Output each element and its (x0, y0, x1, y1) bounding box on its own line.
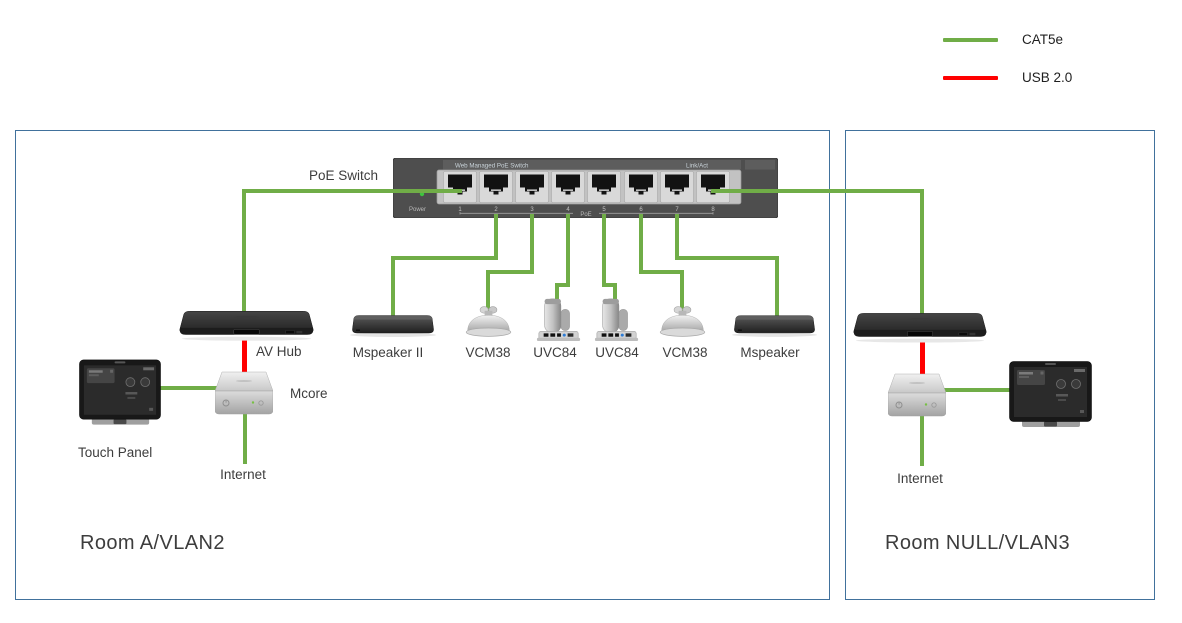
room-a-label: Room A/VLAN2 (80, 532, 225, 554)
cat5e-cable-port8-avhub-v (920, 189, 924, 315)
usb-cable-avhub-mcore-b (920, 339, 925, 376)
cat5e-cable-uvc84b-v (613, 283, 617, 302)
legend-item-usb: USB 2.0 (943, 70, 1072, 85)
cat5e-line-swatch (943, 37, 998, 42)
port-number-7: 7 (675, 207, 679, 213)
touch-panel-device-room-null (1008, 360, 1093, 432)
switch-poe-label: PoE (580, 212, 591, 218)
cat5e-cable-uvc84a-v (555, 283, 559, 302)
mcore-device-room-null (888, 372, 946, 419)
cat5e-cable-port1-avhub-h (244, 189, 462, 193)
cat5e-cable-port3-h (486, 270, 534, 274)
vcm38-label-1: VCM38 (465, 345, 511, 360)
port-number-6: 6 (639, 207, 643, 213)
port-number-3: 3 (530, 207, 534, 213)
room-a-boundary (15, 130, 830, 600)
switch-port-3 (515, 171, 549, 203)
switch-port-5 (587, 171, 621, 203)
cat5e-cable-port2-h (391, 256, 498, 260)
switch-panel-title: Web Managed PoE Switch (455, 163, 529, 170)
cat5e-cable-port5-v (602, 214, 606, 287)
uvc84-label-2: UVC84 (595, 345, 639, 360)
cat5e-cable-touchpanel-mcore-a (158, 386, 220, 390)
cat5e-cable-port7-v (675, 214, 679, 260)
touch-panel-device-room-a (78, 358, 162, 430)
room-null-label: Room NULL/VLAN3 (885, 532, 1070, 554)
switch-port-2 (479, 171, 513, 203)
port-number-5: 5 (602, 207, 606, 213)
cat5e-cable-mcore-internet-a (243, 414, 247, 464)
cat5e-cable-vcm38a-v (486, 270, 490, 312)
switch-port-7 (660, 171, 694, 203)
vcm38-device-2 (658, 305, 707, 338)
mspeaker2-device (348, 314, 438, 338)
cat5e-cable-mspeaker-v (775, 256, 779, 318)
usb-cable-avhub-mcore-a (242, 338, 247, 374)
cat5e-cable-port1-avhub-v (242, 189, 246, 312)
uvc84-device-1 (533, 296, 585, 342)
switch-port-8 (696, 171, 730, 203)
legend-item-cat5e: CAT5e (943, 32, 1063, 47)
vcm38-label-2: VCM38 (662, 345, 708, 360)
cat5e-cable-vcm38b-v (680, 270, 684, 312)
cat5e-cable-port2-v (494, 214, 498, 260)
internet-label-room-null: Internet (897, 471, 943, 486)
poe-switch-device: Web Managed PoE Switch Link/Act (392, 157, 779, 219)
cat5e-cable-port3-v (530, 214, 534, 274)
port-number-8: 8 (711, 207, 715, 213)
uvc84-label-1: UVC84 (533, 345, 577, 360)
port-number-4: 4 (566, 207, 570, 213)
switch-port-1 (443, 171, 477, 203)
uvc84-device-2 (591, 296, 643, 342)
switch-port-4 (551, 171, 585, 203)
cat5e-cable-mcore-internet-b (920, 416, 924, 466)
mspeaker-device (730, 314, 819, 338)
switch-linkact-label: Link/Act (686, 163, 708, 170)
poe-switch-label: PoE Switch (308, 168, 378, 183)
mcore-label: Mcore (290, 386, 328, 401)
cat5e-cable-mspeaker2-v (391, 256, 395, 318)
port-number-2: 2 (494, 207, 498, 213)
av-hub-device-room-a (178, 308, 315, 342)
vcm38-device-1 (464, 305, 513, 338)
room-null-boundary (845, 130, 1155, 600)
cat5e-cable-port8-avhub-h (711, 189, 924, 193)
av-hub-label: AV Hub (256, 344, 302, 359)
touch-panel-label: Touch Panel (78, 445, 153, 460)
switch-port-6 (624, 171, 658, 203)
cat5e-cable-port5-h (602, 283, 617, 287)
mspeaker2-label: Mspeaker II (352, 345, 424, 360)
mspeaker-label: Mspeaker (740, 345, 800, 360)
internet-label-room-a: Internet (220, 467, 266, 482)
port-number-1: 1 (458, 207, 462, 213)
usb-line-swatch (943, 75, 998, 80)
av-hub-device-room-null (852, 310, 988, 344)
cat5e-cable-port6-h (639, 270, 684, 274)
poe-switch-image: Web Managed PoE Switch Link/Act (392, 157, 779, 219)
switch-power-label: Power (409, 207, 426, 213)
cat5e-cable-mcore-touchpanel-b (944, 388, 1010, 392)
cat5e-cable-port6-v (639, 214, 643, 274)
mcore-device-room-a (215, 370, 273, 417)
cat5e-cable-port4-v (566, 214, 570, 287)
cat5e-cable-port7-h (675, 256, 779, 260)
legend-label-cat5e: CAT5e (1022, 32, 1064, 47)
cat5e-cable-port4-h (555, 283, 570, 287)
legend-label-usb: USB 2.0 (1022, 70, 1073, 85)
